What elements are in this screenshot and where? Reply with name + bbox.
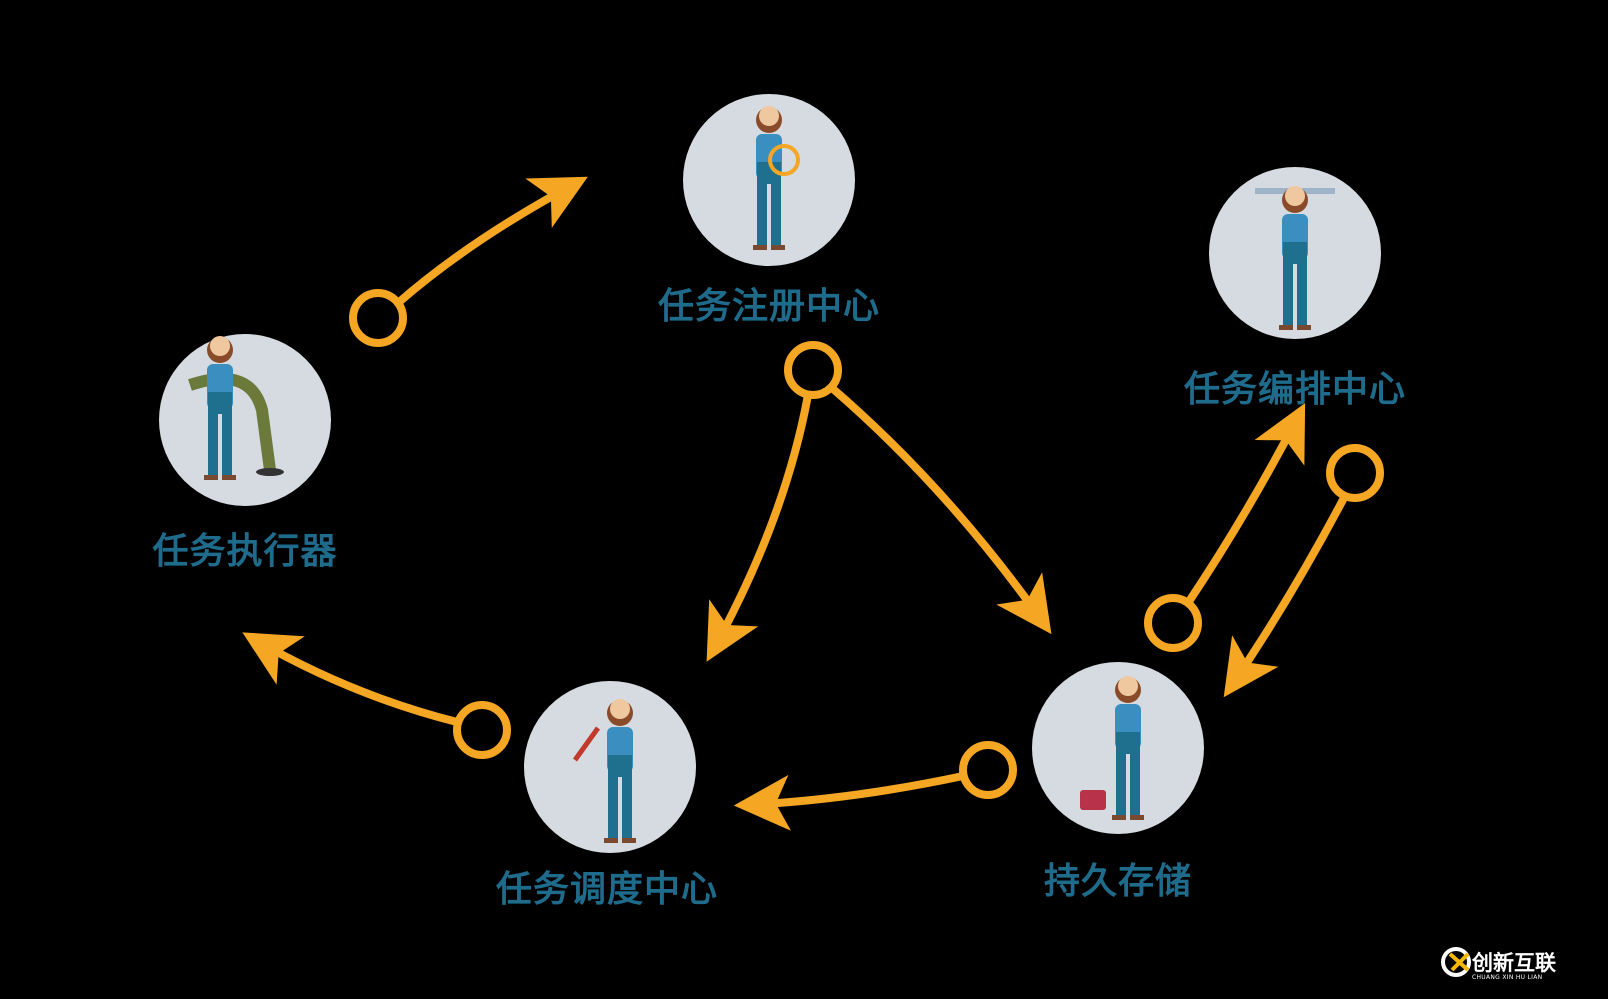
label-orchestration: 任务编排中心 [1183,369,1407,410]
edge-registry-to-scheduler [706,341,842,662]
edge-storage-to-scheduler [733,741,1017,831]
watermark-name: 创新互联 [1472,951,1556,975]
label-storage: 持久存储 [1043,861,1193,902]
watermark: 创新互联 CHUANG XIN HU LIAN [1472,952,1556,981]
edge-registry-to-storage [828,384,1052,635]
node-scheduler [524,681,696,853]
node-registry [683,94,855,266]
label-registry: 任务注册中心 [657,286,881,327]
node-executor [159,334,331,506]
edge-orchestration-to-storage [1223,444,1384,698]
label-scheduler: 任务调度中心 [495,869,719,910]
edge-executor-to-registry [349,176,588,347]
node-orchestration [1209,167,1381,339]
edge-storage-to-orchestration [1144,403,1306,652]
node-storage [1032,662,1204,834]
watermark-logo-icon [1441,947,1471,977]
label-executor: 任务执行器 [152,531,338,572]
watermark-sub: CHUANG XIN HU LIAN [1472,974,1543,981]
edge-scheduler-to-executor [242,632,511,759]
